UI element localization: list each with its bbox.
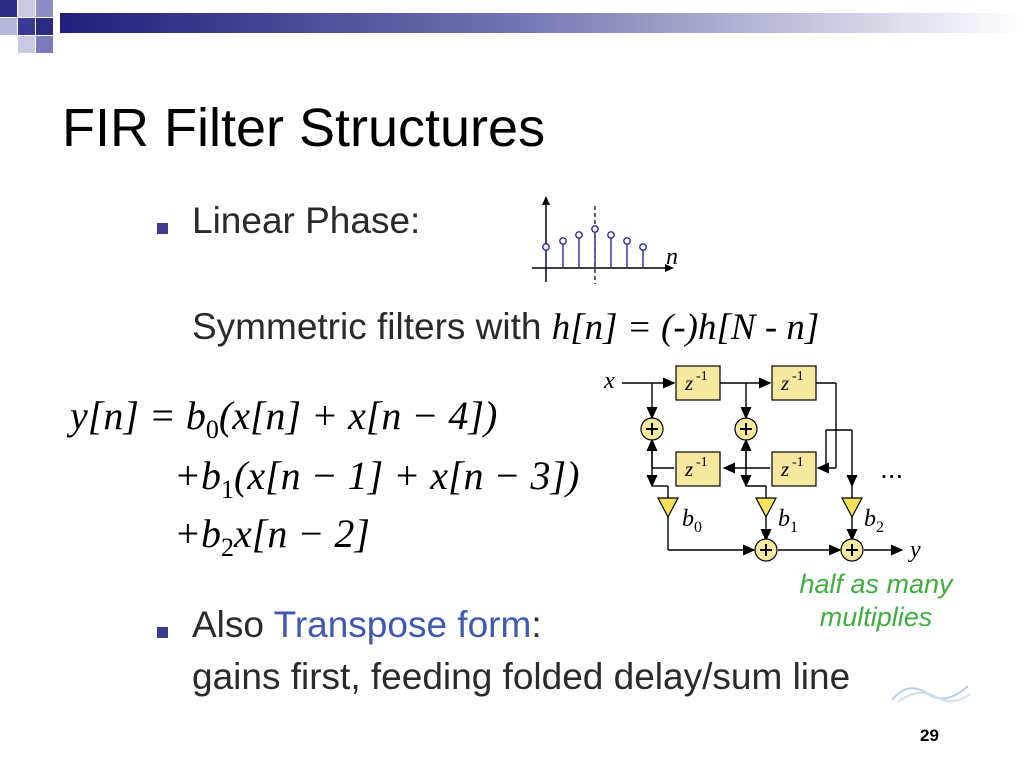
decor-square <box>36 0 53 17</box>
delay-block <box>675 451 721 487</box>
diagram-ellipsis: ... <box>880 453 903 484</box>
stem-marker <box>575 231 583 239</box>
stem-group <box>542 225 647 268</box>
delay-label: z <box>780 371 789 395</box>
eq3-lhs: +b <box>174 511 221 556</box>
symmetric-impulse-response-plot: n <box>532 196 678 284</box>
delay-exp: -1 <box>792 369 804 384</box>
slide-title: FIR Filter Structures <box>62 98 546 158</box>
note-line-1: half as many <box>799 569 953 599</box>
header-gradient-bar <box>60 13 1024 33</box>
title-bar-decoration <box>0 0 1024 53</box>
delay-label: z <box>684 457 693 481</box>
stem-marker <box>542 243 550 251</box>
eq1-lhs: y[n] = b <box>70 393 206 438</box>
symmetric-filters-text: Symmetric filters with h[n] = (-)h[N - n… <box>192 306 819 349</box>
gain-triangle <box>755 497 777 519</box>
folded-fir-block-diagram: z-1 z-1 z-1 z-1 x y b0 b1 b2 ... <box>603 365 921 563</box>
bullet-linear-phase: Linear Phase: <box>192 200 421 241</box>
gain-triangle <box>841 497 863 519</box>
transpose-form-link: Transpose form <box>273 604 532 645</box>
bullet-square <box>157 627 168 638</box>
decor-square <box>18 36 35 53</box>
gain-label: b1 <box>778 506 798 536</box>
stem-marker <box>591 225 599 233</box>
eq2-sub: 1 <box>221 475 234 504</box>
gain-label: b2 <box>864 506 884 536</box>
decor-square <box>36 18 53 35</box>
delay-label: z <box>684 371 693 395</box>
delay-exp: -1 <box>696 369 708 384</box>
plot-x-arrow <box>665 264 674 272</box>
bullet-transpose: Also Transpose form: <box>192 604 542 646</box>
page-number: 29 <box>920 726 939 745</box>
decor-square <box>36 36 53 53</box>
plot-axis-label-n: n <box>666 244 678 270</box>
decor-square <box>0 18 17 35</box>
stem-marker <box>607 231 615 239</box>
eq3-sub: 2 <box>221 533 234 562</box>
difference-equation-line-1: y[n] = b0(x[n] + x[n − 4]) <box>70 392 497 445</box>
decor-square <box>18 18 35 35</box>
green-annotation: half as many multiplies <box>760 568 992 634</box>
stem-marker <box>559 237 567 245</box>
eq1-sub: 0 <box>205 415 219 444</box>
stem-marker <box>639 243 647 251</box>
output-label-y: y <box>908 537 921 563</box>
gain-label: b0 <box>682 506 702 536</box>
faint-decoration <box>891 685 971 703</box>
decor-square <box>18 0 35 17</box>
note-line-2: multiplies <box>819 602 933 632</box>
delay-label: z <box>780 457 789 481</box>
eq3-rest: x[n − 2] <box>234 511 370 556</box>
bullet2-prefix: Also <box>192 604 274 645</box>
gain-triangle <box>657 497 679 519</box>
delay-exp: -1 <box>696 455 708 470</box>
delay-block <box>771 365 817 401</box>
symmetric-formula: h[n] = (-)h[N - n] <box>551 307 820 348</box>
bullet-square <box>157 223 168 234</box>
delay-exp: -1 <box>792 455 804 470</box>
plot-y-arrow <box>542 196 550 205</box>
input-label-x: x <box>603 368 615 394</box>
symmetric-prefix: Symmetric filters with <box>192 306 542 347</box>
bullet2-suffix: : <box>531 604 542 645</box>
eq1-rest: (x[n] + x[n − 4]) <box>218 393 498 438</box>
bullet2-line2: gains first, feeding folded delay/sum li… <box>192 656 851 697</box>
eq2-rest: (x[n − 1] + x[n − 3]) <box>234 453 580 498</box>
difference-equation-line-3: +b2x[n − 2] <box>174 510 370 563</box>
decor-square <box>0 0 17 17</box>
stem-marker <box>623 237 631 245</box>
delay-block <box>771 451 817 487</box>
delay-block <box>675 365 721 401</box>
eq2-lhs: +b <box>174 453 221 498</box>
difference-equation-line-2: +b1(x[n − 1] + x[n − 3]) <box>174 452 579 505</box>
